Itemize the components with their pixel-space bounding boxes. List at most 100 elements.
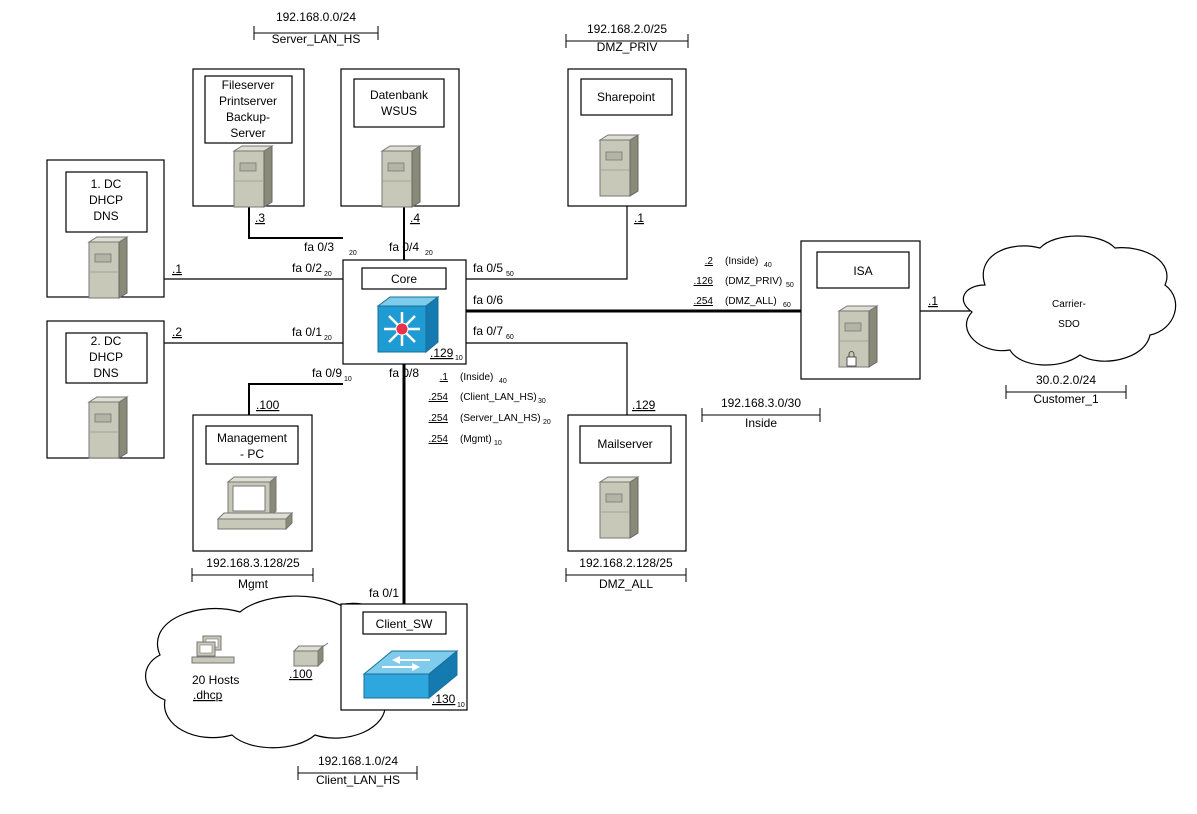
svg-text:DHCP: DHCP [89, 193, 123, 207]
svg-text:DHCP: DHCP [89, 350, 123, 364]
network-label-inside: 192.168.3.0/30 Inside [701, 396, 821, 430]
svg-text:30.0.2.0/24: 30.0.2.0/24 [1036, 373, 1096, 387]
node-dc1[interactable]: 1. DC DHCP DNS [46, 159, 165, 299]
node-management-pc[interactable]: Management - PC [192, 414, 313, 552]
svg-text:192.168.3.128/25: 192.168.3.128/25 [206, 556, 300, 570]
svg-text:fa 0/2: fa 0/2 [292, 261, 322, 275]
network-label-server-lan: 192.168.0.0/24 Server_LAN_HS [253, 10, 379, 46]
svg-text:DNS: DNS [93, 209, 118, 223]
svg-text:.1: .1 [634, 211, 644, 225]
svg-text:2. DC: 2. DC [91, 334, 122, 348]
svg-text:.126: .126 [694, 276, 714, 287]
address-labels: .3 .4 .1 .1 .2 .100 .129 .1 .129 10 .130… [172, 211, 938, 709]
node-client-sw[interactable]: Client_SW [340, 603, 468, 711]
svg-text:20: 20 [543, 419, 551, 426]
link-fileserver-core [248, 206, 343, 239]
core-iface-mgmt: .254 (Mgmt) 10 [429, 434, 502, 447]
printer-address: .100 [289, 667, 313, 681]
svg-text:10: 10 [344, 376, 352, 383]
svg-text:(Client_LAN_HS): (Client_LAN_HS) [460, 392, 537, 403]
carrier-cloud: Carrier- SDO [962, 235, 1177, 366]
core-iface-inside: .1 (Inside) 40 [440, 372, 507, 385]
isa-iface-dmz-priv: .126 (DMZ_PRIV) 50 [694, 276, 794, 289]
core-iface-server-lan: .254 (Server_LAN_HS) 20 [429, 413, 551, 426]
printer-icon [292, 642, 329, 668]
svg-text:Customer_1: Customer_1 [1033, 392, 1099, 406]
layer3-switch-icon [376, 296, 440, 354]
firewall-server-icon [838, 305, 878, 368]
svg-text:192.168.0.0/24: 192.168.0.0/24 [276, 10, 356, 24]
svg-text:Inside: Inside [745, 416, 777, 430]
svg-text:.2: .2 [705, 256, 714, 267]
workstation-icon [216, 475, 294, 531]
core-iface-client-lan: .254 (Client_LAN_HS) 30 [429, 392, 546, 405]
svg-text:20: 20 [349, 250, 357, 257]
svg-text:40: 40 [764, 262, 772, 269]
svg-text:30: 30 [538, 398, 546, 405]
svg-text:Carrier-: Carrier- [1052, 299, 1086, 310]
svg-text:fa 0/1: fa 0/1 [292, 325, 322, 339]
svg-text:.4: .4 [410, 211, 420, 225]
network-label-dmz-all: 192.168.2.128/25 DMZ_ALL [565, 556, 687, 591]
port-fa03: fa 0/3 20 [304, 240, 357, 257]
links [164, 206, 970, 604]
svg-text:50: 50 [506, 271, 514, 278]
svg-text:1. DC: 1. DC [91, 177, 122, 191]
svg-text:Sharepoint: Sharepoint [597, 90, 656, 104]
svg-text:Core: Core [391, 272, 417, 286]
svg-text:192.168.2.0/25: 192.168.2.0/25 [587, 22, 667, 36]
node-dc2[interactable]: 2. DC DHCP DNS [46, 320, 165, 459]
svg-text:60: 60 [506, 334, 514, 341]
link-mailserver-core [466, 342, 628, 415]
svg-text:(DMZ_PRIV): (DMZ_PRIV) [725, 276, 782, 287]
svg-text:DNS: DNS [93, 366, 118, 380]
svg-text:DMZ_ALL: DMZ_ALL [599, 577, 653, 591]
svg-text:.254: .254 [429, 434, 449, 445]
isa-interfaces: .2 (Inside) 40 .126 (DMZ_PRIV) 50 .254 (… [694, 256, 794, 309]
svg-text:.254: .254 [694, 296, 714, 307]
hosts-pc-icon [191, 635, 235, 664]
server-icon [88, 396, 128, 459]
client-sw-address: .130 10 [432, 692, 465, 709]
svg-text:WSUS: WSUS [381, 104, 417, 118]
node-core[interactable]: Core [342, 259, 467, 365]
svg-text:fa 0/7: fa 0/7 [473, 324, 503, 338]
svg-text:Server_LAN_HS: Server_LAN_HS [272, 32, 361, 46]
svg-text:Client_SW: Client_SW [376, 617, 433, 631]
svg-text:(DMZ_ALL): (DMZ_ALL) [725, 296, 777, 307]
port-fa06: fa 0/6 [473, 293, 503, 307]
svg-text:SDO: SDO [1058, 319, 1080, 330]
svg-text:(Server_LAN_HS): (Server_LAN_HS) [460, 413, 541, 424]
svg-text:(Inside): (Inside) [725, 256, 758, 267]
svg-text:Fileserver: Fileserver [222, 78, 275, 92]
node-fileserver[interactable]: Fileserver Printserver Backup- Server [192, 68, 305, 208]
link-sharepoint-core [466, 206, 628, 280]
svg-text:(Inside): (Inside) [460, 372, 493, 383]
node-isa[interactable]: ISA [800, 240, 921, 380]
svg-text:DMZ_PRIV: DMZ_PRIV [597, 40, 658, 54]
svg-text:fa 0/3: fa 0/3 [304, 240, 334, 254]
node-sharepoint[interactable]: Sharepoint [567, 68, 687, 207]
port-client-fa01: fa 0/1 [369, 586, 399, 600]
svg-text:20: 20 [425, 250, 433, 257]
svg-text:.129: .129 [430, 346, 454, 360]
server-icon [381, 145, 421, 208]
network-label-mgmt: 192.168.3.128/25 Mgmt [191, 556, 314, 591]
network-label-dmz-priv: 192.168.2.0/25 DMZ_PRIV [565, 22, 689, 54]
server-icon [88, 236, 128, 299]
node-mailserver[interactable]: Mailserver [567, 414, 687, 552]
node-datenbank[interactable]: Datenbank WSUS [340, 68, 460, 208]
svg-text:.254: .254 [429, 413, 449, 424]
svg-text:50: 50 [786, 282, 794, 289]
svg-text:Printserver: Printserver [219, 94, 277, 108]
svg-text:.2: .2 [172, 325, 182, 339]
svg-text:Mgmt: Mgmt [238, 577, 269, 591]
switch-icon [362, 649, 459, 700]
